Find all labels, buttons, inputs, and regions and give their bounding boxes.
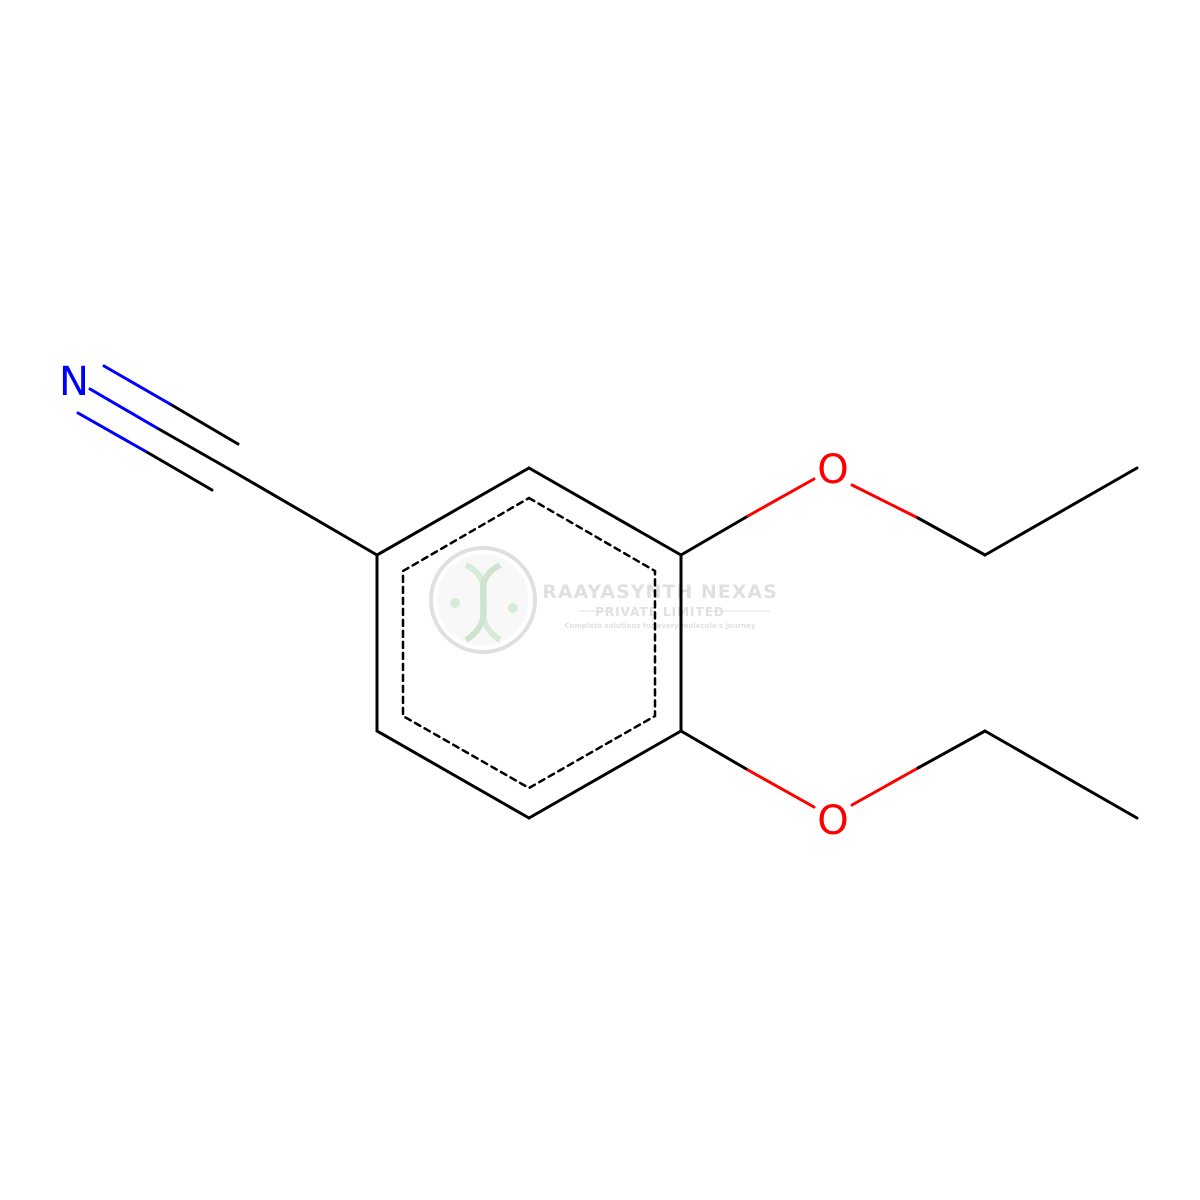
o-c-bond bbox=[850, 766, 920, 807]
o-c-bond bbox=[916, 729, 987, 770]
c-c-bond bbox=[983, 466, 1139, 557]
bonds bbox=[76, 364, 1139, 820]
triple-bond-lower bbox=[143, 449, 214, 492]
o-c-bond bbox=[850, 483, 920, 520]
triple-bond-upper bbox=[168, 402, 240, 446]
nitrogen-atom-label: N bbox=[59, 359, 89, 405]
watermark-helix-icon-strand bbox=[464, 562, 502, 643]
c-o-bond bbox=[746, 768, 816, 809]
triple-bond-center bbox=[155, 426, 231, 471]
watermark-subtitle: PRIVATE LIMITED bbox=[595, 605, 725, 619]
atom-labels: N O O bbox=[59, 359, 849, 844]
triple-bond-upper bbox=[102, 364, 172, 406]
ring-bond bbox=[375, 729, 531, 820]
c-o-bond bbox=[679, 514, 750, 557]
c-c-bond bbox=[983, 729, 1139, 820]
oxygen-atom-label-upper: O bbox=[817, 447, 848, 493]
c-o-bond bbox=[679, 729, 750, 772]
watermark: RAAYASYNTH NEXAS PRIVATE LIMITED Complet… bbox=[429, 546, 778, 654]
ring-bond bbox=[527, 466, 683, 557]
oxygen-atom-label-lower: O bbox=[817, 798, 848, 844]
ring-bond bbox=[527, 729, 683, 820]
triple-bond-center bbox=[88, 387, 159, 430]
triple-bond-lower bbox=[76, 411, 147, 453]
watermark-logo-ring bbox=[429, 546, 537, 654]
watermark-node-icon bbox=[450, 598, 460, 608]
aromatic-ring-dashed bbox=[401, 496, 657, 790]
watermark-tagline: Complete solutions for every molecule's … bbox=[565, 622, 756, 630]
watermark-title: RAAYASYNTH NEXAS bbox=[542, 581, 778, 603]
ring-bond bbox=[375, 466, 531, 557]
c-c-bond bbox=[227, 467, 379, 557]
o-c-bond bbox=[916, 516, 987, 557]
c-o-bond bbox=[746, 477, 816, 518]
watermark-node-icon bbox=[508, 603, 518, 613]
